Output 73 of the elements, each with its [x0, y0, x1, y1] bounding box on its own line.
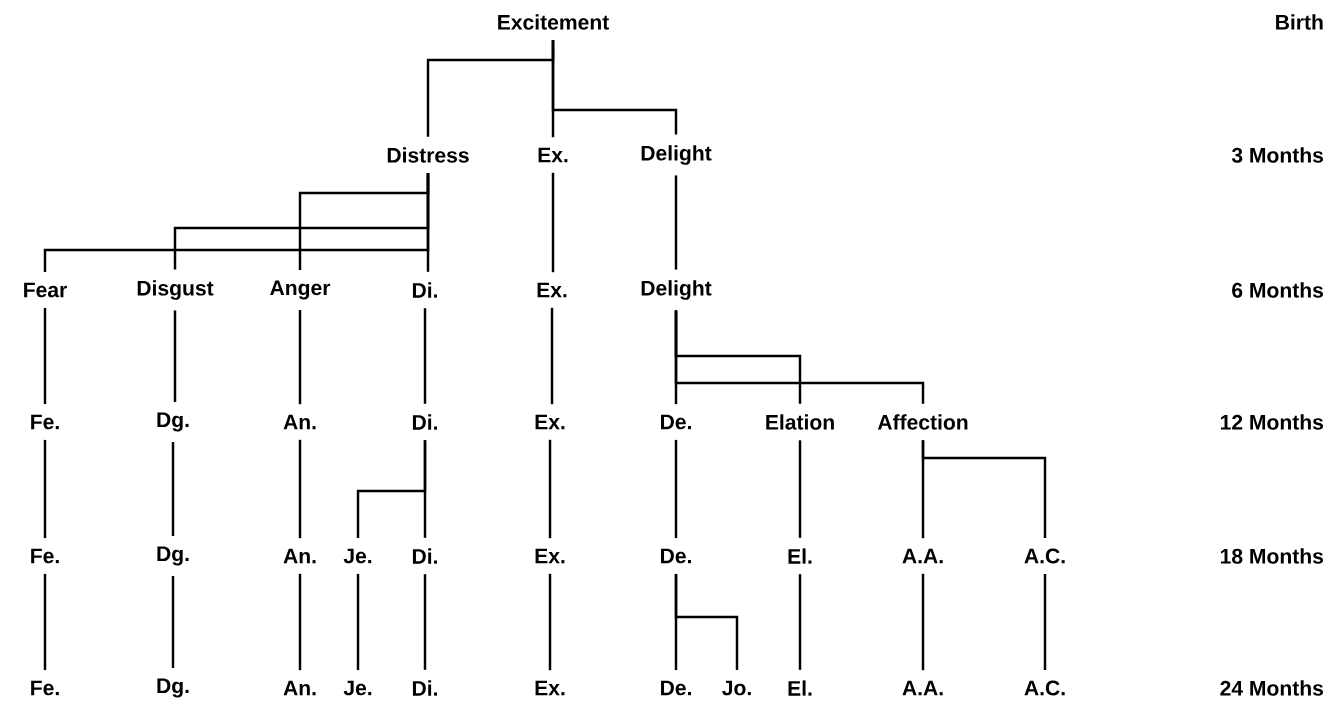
stage-label: El.	[788, 680, 812, 696]
stage-label: A.A.	[902, 680, 943, 696]
branch-line	[356, 573, 360, 671]
stage-label: Ex.	[535, 680, 565, 696]
stage-label: A.C.	[1024, 680, 1065, 696]
age-label: 18 Months	[1220, 548, 1323, 564]
branch-line	[548, 439, 552, 539]
stage-label: Dg.	[157, 678, 189, 698]
stage-label: Je.	[343, 680, 372, 696]
branch-line	[798, 440, 802, 538]
branch-line	[550, 307, 554, 405]
stage-label: Di.	[412, 680, 438, 696]
branch-line	[171, 576, 175, 668]
branch-line	[921, 440, 1047, 538]
stage-label: Jo.	[722, 680, 751, 696]
stage-label: De.	[661, 414, 691, 430]
branch-line	[674, 439, 678, 539]
age-label: 3 Months	[1231, 147, 1323, 163]
stage-label: Delight	[641, 145, 712, 165]
stage-label: Dg.	[157, 412, 189, 432]
stage-label: Dg.	[157, 546, 189, 566]
stage-label: Ex.	[538, 147, 568, 163]
branch-line	[423, 440, 427, 538]
branch-line	[548, 573, 552, 671]
branch-line	[298, 573, 302, 671]
stage-label: A.A.	[902, 548, 943, 564]
stage-label: Excitement	[498, 14, 609, 30]
branch-line	[674, 310, 925, 404]
stage-label: Ex.	[535, 414, 565, 430]
branch-line	[674, 175, 678, 270]
stage-label: Affection	[877, 414, 968, 430]
branch-line	[423, 308, 427, 404]
stage-label: Delight	[641, 280, 712, 300]
stage-label: Di.	[412, 414, 438, 430]
branch-line	[423, 574, 427, 670]
branch-line	[798, 574, 802, 670]
stage-label: Disgust	[137, 280, 214, 300]
stage-label: Fear	[24, 282, 67, 298]
stage-label: A.C.	[1024, 548, 1065, 564]
age-label: Birth	[1276, 14, 1323, 30]
stage-label: Anger	[270, 280, 331, 300]
branch-line	[551, 172, 555, 273]
stage-label: Ex.	[537, 282, 567, 298]
branch-line	[426, 173, 430, 272]
branch-line	[171, 442, 175, 536]
branch-line	[43, 439, 47, 539]
stage-label: Fe.	[31, 414, 59, 430]
stage-label: Ex.	[535, 548, 565, 564]
branch-line	[1043, 574, 1047, 670]
branch-line	[298, 310, 302, 405]
stage-label: Di.	[412, 282, 438, 298]
stage-label: Di.	[412, 548, 438, 564]
stage-label: Distress	[387, 147, 469, 163]
age-label: 24 Months	[1220, 680, 1323, 696]
branch-line	[921, 573, 925, 671]
stage-label: An.	[283, 680, 316, 696]
stage-label: Je.	[343, 548, 372, 564]
age-label: 12 Months	[1220, 414, 1323, 430]
stage-label: Fe.	[31, 680, 59, 696]
branch-line	[43, 573, 47, 671]
age-label: 6 Months	[1232, 282, 1323, 298]
branch-line	[298, 439, 302, 539]
stage-label: An.	[283, 548, 316, 564]
stage-label: Fe.	[31, 548, 59, 564]
stage-label: De.	[661, 680, 691, 696]
stage-label: De.	[661, 548, 691, 564]
branch-line	[173, 310, 177, 402]
stage-label: Elation	[766, 414, 834, 430]
branch-line	[551, 40, 678, 135]
stage-label: An.	[283, 414, 316, 430]
stage-label: El.	[788, 548, 812, 564]
branch-line	[43, 307, 47, 405]
branch-line	[674, 573, 739, 671]
